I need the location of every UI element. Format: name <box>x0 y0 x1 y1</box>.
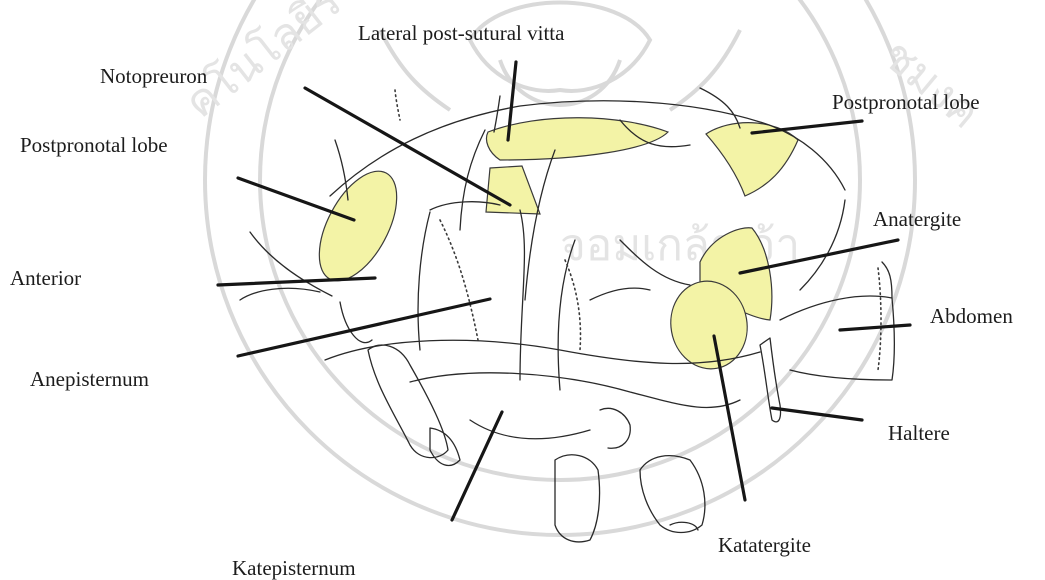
label-postpronotal-lobe-left: Postpronotal lobe <box>20 133 168 157</box>
watermark-seal: คโนโลยีร ชมงค จอมเกล้าเจ้า <box>175 0 989 535</box>
leader-postpronotal-left <box>238 178 354 220</box>
leader-anterior <box>218 278 375 285</box>
label-haltere: Haltere <box>888 421 950 445</box>
leader-katepisternum <box>452 412 502 520</box>
leader-abdomen <box>840 325 910 330</box>
leader-haltere <box>772 408 862 420</box>
label-abdomen: Abdomen <box>930 304 1013 328</box>
notopleuron-region <box>486 166 540 214</box>
label-anterior: Anterior <box>10 266 81 290</box>
leader-notopreuron <box>305 88 510 205</box>
leader-anepisternum <box>238 299 490 356</box>
label-katatergite: Katatergite <box>718 533 811 557</box>
label-postpronotal-lobe-right: Postpronotal lobe <box>832 90 980 114</box>
label-katepisternum: Katepisternum <box>232 556 356 580</box>
label-anatergite: Anatergite <box>873 207 961 231</box>
postpronotal-lobe-left-region <box>303 159 412 293</box>
label-anepisternum: Anepisternum <box>30 367 149 391</box>
highlighted-regions <box>303 118 798 375</box>
label-lateral-post-sutural-vitta: Lateral post-sutural vitta <box>358 21 565 45</box>
label-notopreuron: Notopreuron <box>100 64 208 88</box>
